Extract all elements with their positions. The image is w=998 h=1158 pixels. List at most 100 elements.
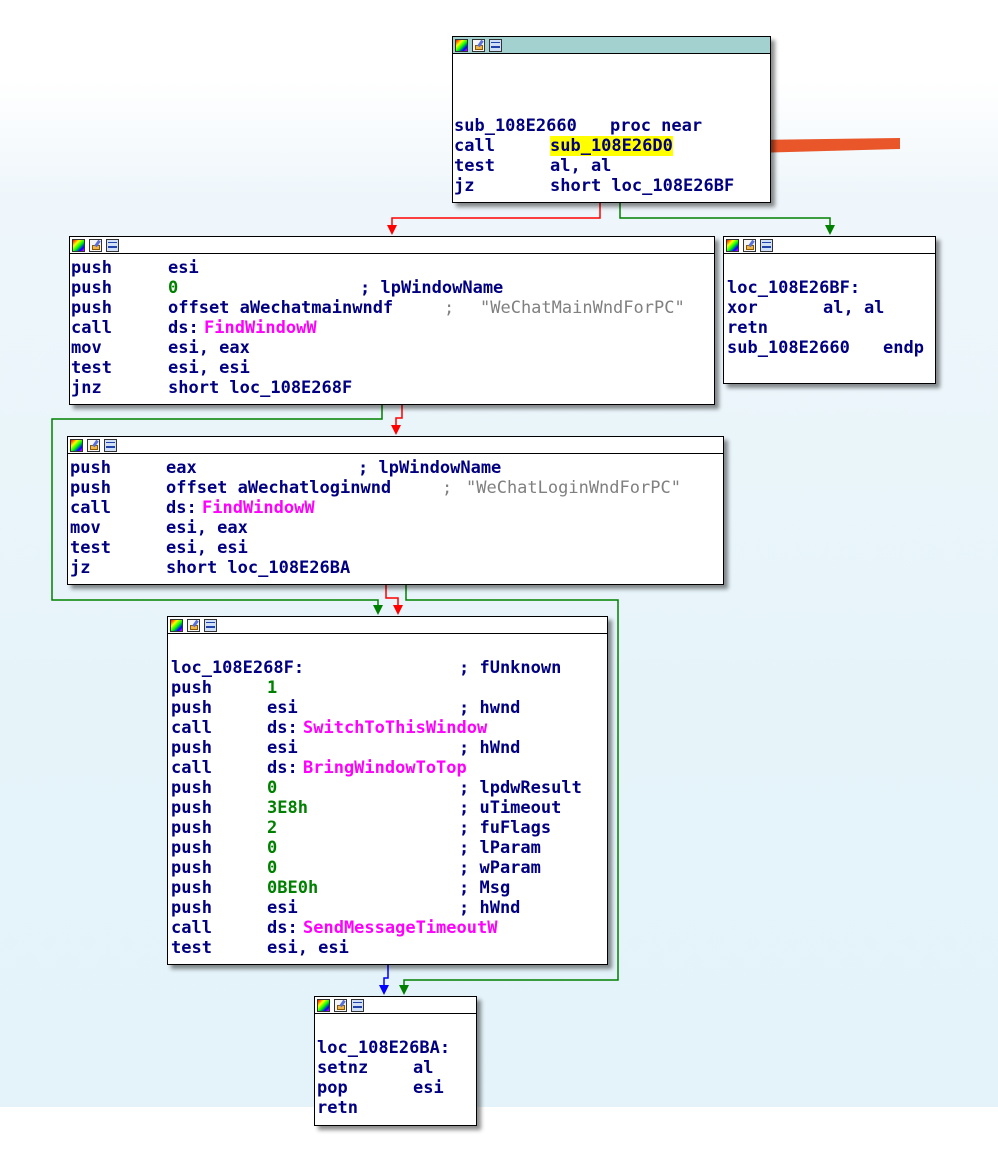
asm-line[interactable]: sub_108E2660 proc near <box>454 116 770 136</box>
group-nodes-icon[interactable] <box>104 438 117 452</box>
block-find-main-window[interactable]: push esi push 0 ; lpWindowName push offs… <box>69 236 715 405</box>
import-name[interactable]: BringWindowToTop <box>303 758 467 778</box>
color-palette-icon[interactable] <box>70 438 83 452</box>
mnemonic: call <box>171 758 212 778</box>
color-palette-icon[interactable] <box>72 238 85 252</box>
color-palette-icon[interactable] <box>317 998 330 1012</box>
import-name[interactable]: FindWindowW <box>204 318 317 338</box>
edge-true <box>619 203 831 226</box>
comment: ; lpdwResult <box>459 778 582 798</box>
asm-line[interactable]: test esi, esi <box>69 538 723 558</box>
asm-line[interactable]: mov esi, eax <box>71 338 714 358</box>
rename-icon[interactable] <box>187 618 200 632</box>
label-line[interactable]: loc_108E26BF: <box>725 278 935 298</box>
import-name[interactable]: SendMessageTimeoutW <box>303 918 498 938</box>
location-label[interactable]: loc_108E26BF: <box>727 278 861 298</box>
jump-target[interactable]: short loc_108E26BA <box>166 558 351 578</box>
asm-line[interactable]: push esi <box>71 258 714 278</box>
rename-icon[interactable] <box>89 238 102 252</box>
location-label[interactable]: loc_108E26BA: <box>317 1038 451 1058</box>
asm-line[interactable]: sub_108E2660 endp <box>725 338 935 358</box>
asm-line[interactable]: push 0 ; lpWindowName <box>71 278 714 298</box>
blank-line <box>725 258 935 278</box>
asm-line[interactable]: call sub_108E26D0 <box>454 136 770 156</box>
label-line[interactable]: loc_108E26BA: <box>316 1038 476 1058</box>
asm-line[interactable]: push offset aWechatloginwnd ; "WeChatLog… <box>69 478 723 498</box>
group-nodes-icon[interactable] <box>351 998 364 1012</box>
mnemonic: mov <box>71 338 102 358</box>
rename-icon[interactable] <box>334 998 347 1012</box>
operand[interactable]: offset aWechatmainwndf <box>168 298 394 318</box>
jump-target[interactable]: short loc_108E26BF <box>550 176 735 196</box>
string-literal: "WeChatLoginWndForPC" <box>466 478 681 498</box>
rename-icon[interactable] <box>743 238 756 252</box>
comment: ; lpWindowName <box>360 278 504 298</box>
group-nodes-icon[interactable] <box>106 238 119 252</box>
keyword: endp <box>883 338 924 358</box>
asm-line[interactable]: push eax ; lpWindowName <box>69 458 723 478</box>
color-palette-icon[interactable] <box>170 618 183 632</box>
function-name[interactable]: sub_108E2660 <box>454 116 577 136</box>
mnemonic: push <box>70 478 111 498</box>
blank-line <box>454 96 770 116</box>
import-name[interactable]: FindWindowW <box>202 498 315 518</box>
label-line[interactable]: loc_108E268F: ; fUnknown <box>169 658 607 678</box>
block-result[interactable]: loc_108E26BA: setnz al pop esi retn <box>314 996 477 1126</box>
import-name[interactable]: SwitchToThisWindow <box>303 718 488 738</box>
jump-target[interactable]: short loc_108E268F <box>168 378 353 398</box>
group-nodes-icon[interactable] <box>489 38 502 52</box>
mnemonic: push <box>171 738 212 758</box>
block-entry[interactable]: sub_108E2660 proc near call sub_108E26D0… <box>452 36 771 203</box>
group-nodes-icon[interactable] <box>204 618 217 632</box>
asm-line[interactable]: test esi, esi <box>71 358 714 378</box>
call-target-highlighted[interactable]: sub_108E26D0 <box>550 136 673 156</box>
asm-line[interactable]: test al, al <box>454 156 770 176</box>
blank-line <box>169 638 607 658</box>
comment: ; fuFlags <box>459 818 552 838</box>
immediate: 0 <box>267 858 278 878</box>
asm-line[interactable]: retn <box>725 318 935 338</box>
arrowhead-icon <box>391 425 401 435</box>
asm-line[interactable]: call ds: FindWindowW <box>69 498 723 518</box>
asm-line[interactable]: pop esi <box>316 1078 476 1098</box>
asm-line[interactable]: retn <box>316 1098 476 1118</box>
mnemonic: pop <box>317 1078 348 1098</box>
asm-line[interactable]: setnz al <box>316 1058 476 1078</box>
location-label[interactable]: loc_108E268F: <box>171 658 305 678</box>
block-return-false[interactable]: loc_108E26BF: xor al, al retn sub_108E26… <box>723 236 936 384</box>
asm-line[interactable]: jz short loc_108E26BA <box>69 558 723 578</box>
rename-icon[interactable] <box>87 438 100 452</box>
comment-sep: ; <box>442 478 453 498</box>
color-palette-icon[interactable] <box>455 38 468 52</box>
asm-line[interactable]: jz short loc_108E26BF <box>454 176 770 196</box>
group-nodes-icon[interactable] <box>760 238 773 252</box>
color-palette-icon[interactable] <box>726 238 739 252</box>
asm-line[interactable]: call ds: FindWindowW <box>71 318 714 338</box>
operand[interactable]: offset aWechatloginwnd <box>166 478 392 498</box>
asm-line[interactable]: mov esi, eax <box>69 518 723 538</box>
asm-line[interactable]: jnz short loc_108E268F <box>71 378 714 398</box>
mnemonic: push <box>171 698 212 718</box>
asm-line[interactable]: xor al, al <box>725 298 935 318</box>
comment: ; uTimeout <box>459 798 562 818</box>
block-header <box>68 437 723 454</box>
function-name[interactable]: sub_108E2660 <box>727 338 850 358</box>
asm-line[interactable]: push offset aWechatmainwndf ; "WeChatMai… <box>71 298 714 318</box>
block-find-login-window[interactable]: push eax ; lpWindowName push offset aWec… <box>67 436 724 585</box>
rename-icon[interactable] <box>472 38 485 52</box>
